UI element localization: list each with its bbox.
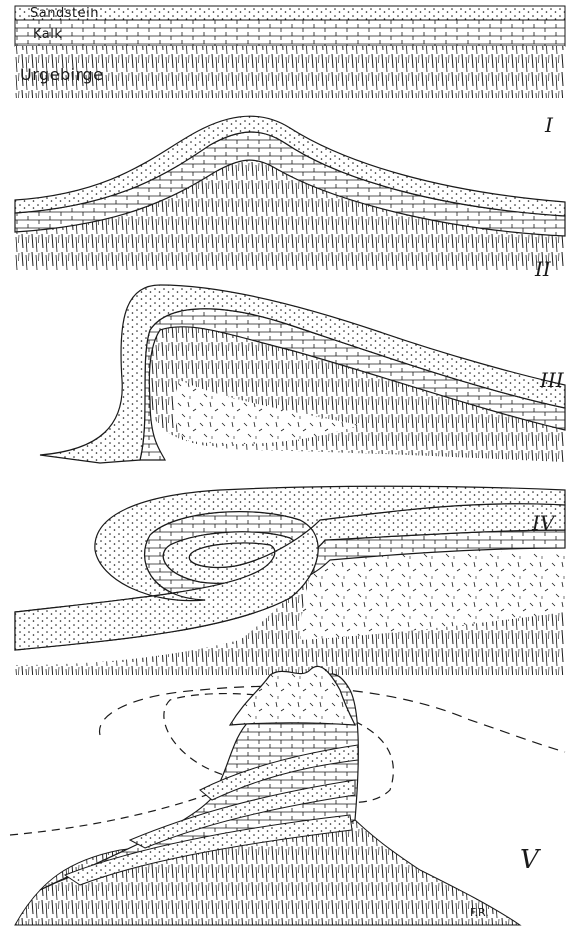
legend-sandstone-label: Sandstein — [30, 6, 99, 21]
stage-i-numeral: I — [544, 113, 554, 137]
legend-limestone-label: Kalk — [33, 27, 62, 42]
stage-i: Sandstein Kalk Urgebirge I — [15, 6, 565, 137]
stage-v-numeral: V — [520, 845, 541, 875]
stage-iii-numeral: III — [539, 368, 565, 392]
stage-iii: III — [40, 285, 565, 463]
stage-ii-numeral: II — [534, 257, 552, 281]
stage-iv: IV — [15, 486, 565, 675]
stage-v: V F.R. — [10, 666, 565, 925]
stage-ii: II — [15, 116, 565, 281]
artist-signature: F.R. — [470, 906, 489, 919]
stage-i-limestone-layer — [15, 20, 565, 46]
legend-bedrock-label: Urgebirge — [20, 65, 103, 84]
stage-iv-numeral: IV — [531, 511, 557, 535]
